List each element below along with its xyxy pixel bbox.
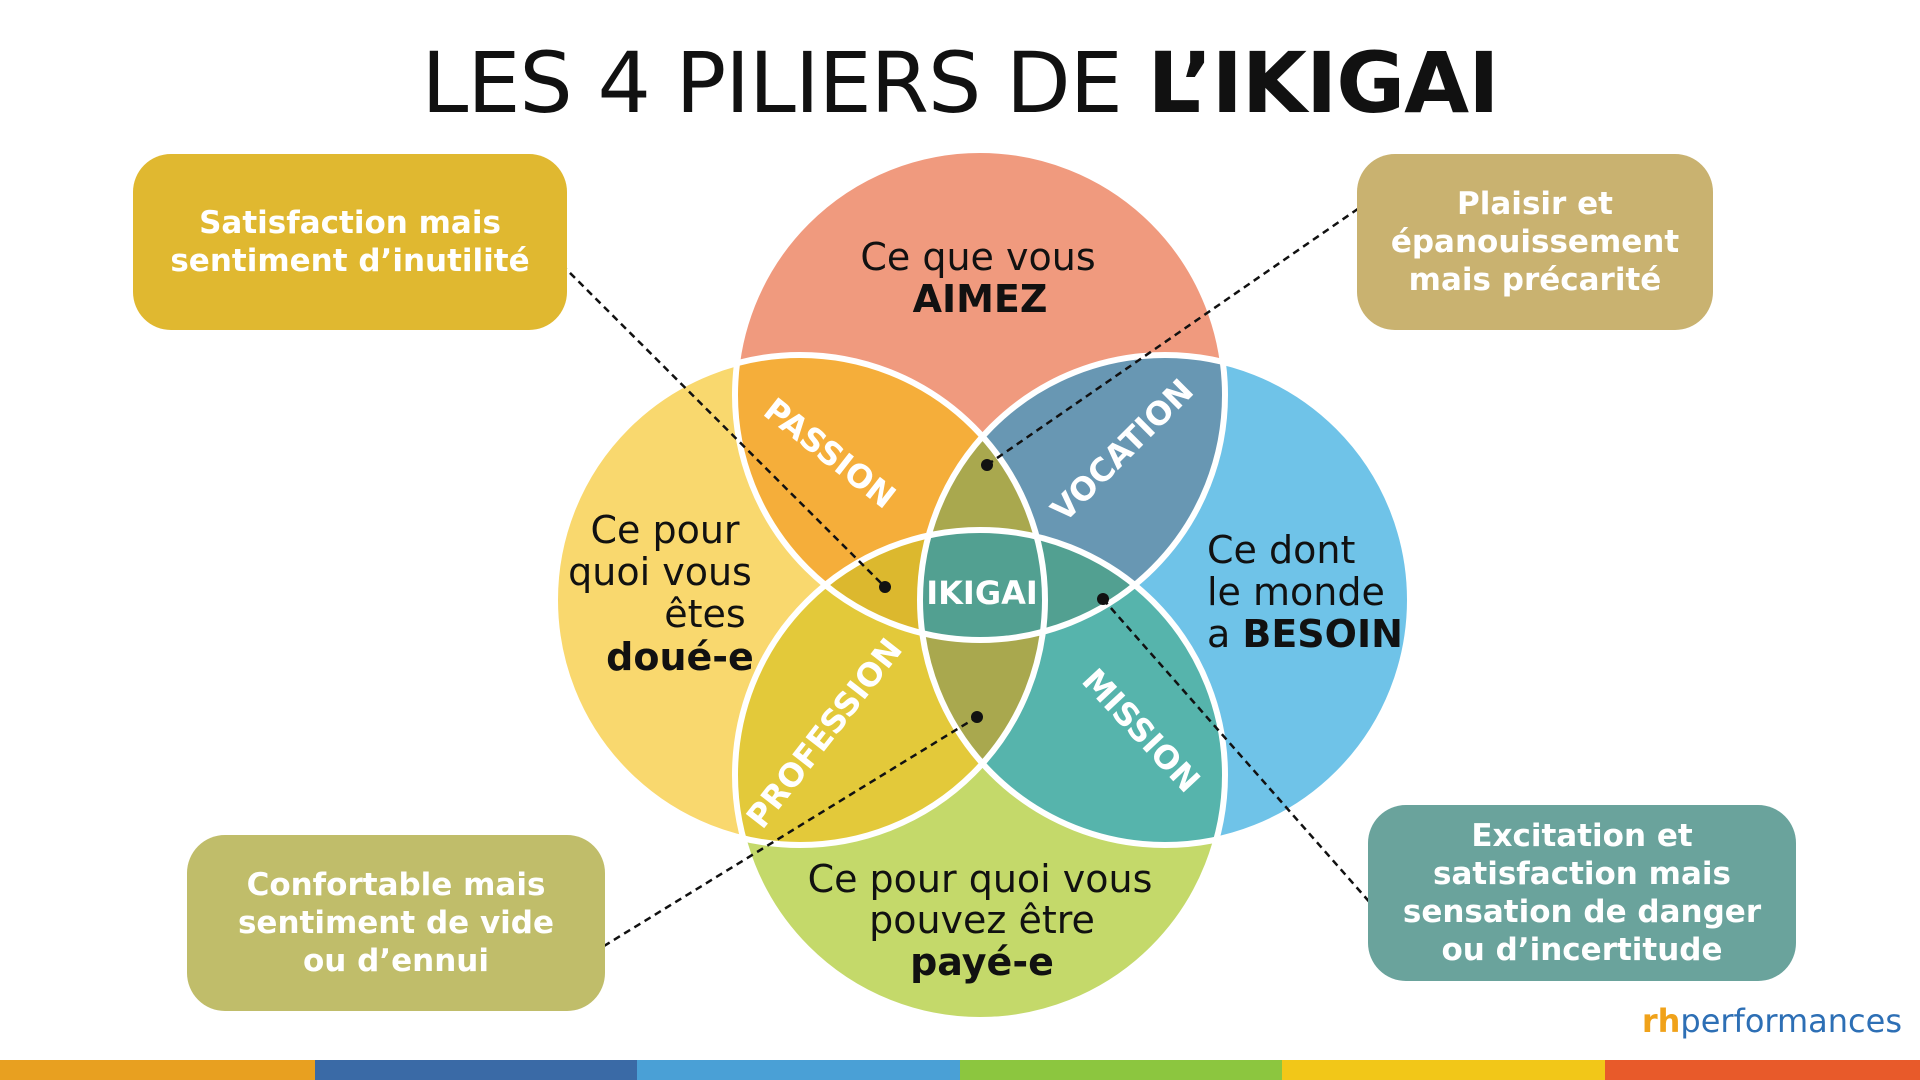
label-ikigai: IKIGAI bbox=[926, 574, 1038, 612]
callout-bottom-right-line4: ou d’incertitude bbox=[1441, 932, 1723, 968]
callout-bottom-right-line2: satisfaction mais bbox=[1433, 856, 1731, 892]
outline-doue bbox=[552, 352, 1048, 848]
callout-bottom-left-line3: ou d’ennui bbox=[303, 943, 489, 979]
paye-line3: payé-e bbox=[910, 940, 1054, 984]
dot-top-left-venn bbox=[879, 581, 891, 593]
callout-top-right-line3: mais précarité bbox=[1408, 262, 1662, 298]
bar-segment-green bbox=[960, 1060, 1282, 1080]
rh-performances-logo: rhperformances bbox=[1642, 1002, 1902, 1040]
logo-rh: rh bbox=[1641, 1002, 1681, 1040]
bar-segment-lightblue bbox=[637, 1060, 960, 1080]
aimez-line2: AIMEZ bbox=[913, 277, 1048, 321]
besoin-line1: Ce dont bbox=[1207, 528, 1355, 572]
doue-line2: quoi vous bbox=[568, 550, 752, 594]
bar-segment-blue bbox=[315, 1060, 637, 1080]
doue-line4: doué-e bbox=[606, 635, 754, 679]
besoin-line3-bold: BESOIN bbox=[1242, 612, 1403, 656]
title-bold: L’IKIGAI bbox=[1147, 34, 1500, 132]
callout-bottom-left-line1: Confortable mais bbox=[246, 867, 546, 903]
connector-bottom-right bbox=[1102, 598, 1381, 915]
doue-line3: êtes bbox=[664, 592, 745, 636]
doue-line1: Ce pour bbox=[590, 508, 739, 552]
bar-segment-yellow bbox=[1282, 1060, 1605, 1080]
aimez-line1: Ce que vous bbox=[860, 235, 1095, 279]
outline-aimez bbox=[732, 147, 1228, 643]
callout-bottom-left-line2: sentiment de vide bbox=[237, 905, 555, 941]
callout-top-left-line1: Satisfaction mais bbox=[199, 205, 501, 241]
callout-top-right-line2: épanouissement bbox=[1390, 224, 1680, 260]
paye-line1: Ce pour quoi vous bbox=[808, 857, 1153, 901]
dot-bottom-left-venn bbox=[971, 711, 983, 723]
connector-top-left bbox=[552, 255, 886, 588]
outline-paye bbox=[732, 527, 1228, 1023]
callout-bottom-right-line3: sensation de danger bbox=[1402, 894, 1762, 930]
logo-name: performances bbox=[1680, 1002, 1902, 1040]
bar-segment-red bbox=[1605, 1060, 1920, 1080]
dot-bottom-right-venn bbox=[1097, 593, 1109, 605]
besoin-line3-prefix: a bbox=[1207, 612, 1242, 656]
page-title: LES 4 PILIERS DE L’IKIGAI bbox=[0, 34, 1920, 132]
outline-besoin bbox=[917, 352, 1413, 848]
dot-top-right-venn bbox=[981, 459, 993, 471]
callout-bottom-right-line1: Excitation et bbox=[1471, 818, 1693, 854]
paye-line2: pouvez être bbox=[869, 898, 1095, 942]
bottom-color-bar bbox=[0, 1060, 1920, 1080]
callout-top-right-line1: Plaisir et bbox=[1457, 186, 1613, 222]
besoin-line3: a BESOIN bbox=[1207, 612, 1403, 656]
bar-segment-orange bbox=[0, 1060, 315, 1080]
besoin-line2: le monde bbox=[1207, 570, 1385, 614]
title-light: LES 4 PILIERS DE bbox=[421, 34, 1148, 132]
callout-top-left-line2: sentiment d’inutilité bbox=[170, 243, 530, 279]
